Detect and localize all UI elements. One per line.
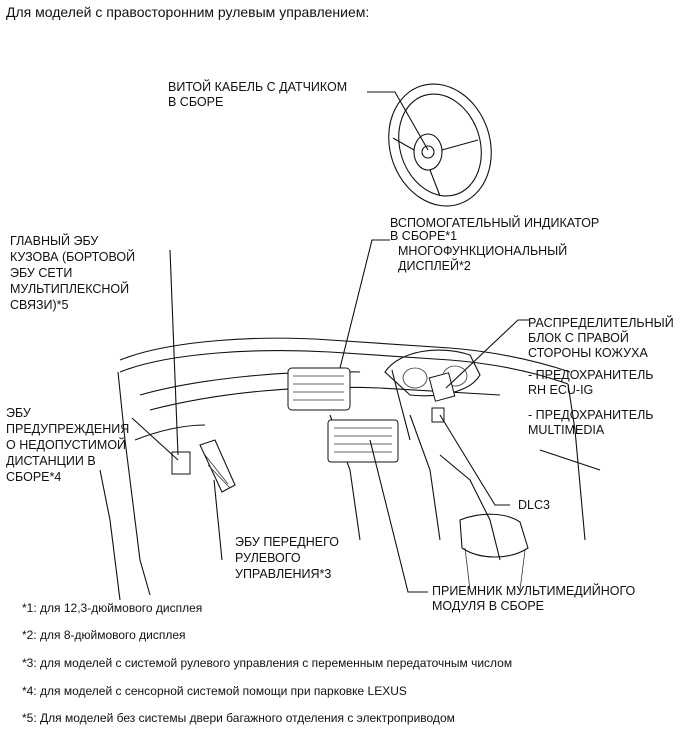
leader-lines: [131, 91, 530, 593]
label-steering-ecu: ЭБУ ПЕРЕДНЕГО РУЛЕВОГО УПРАВЛЕНИЯ*3: [235, 534, 339, 582]
label-line: ДИСТАНЦИИ В: [6, 454, 96, 468]
label-line: - ПРЕДОХРАНИТЕЛЬ: [528, 368, 654, 382]
label-line: СБОРЕ*4: [6, 470, 62, 484]
multi-display-shape: [287, 367, 351, 411]
label-line: КУЗОВА (БОРТОВОЙ: [10, 250, 136, 264]
footnote-2: *2: для 8-дюймового дисплея: [22, 628, 186, 642]
label-line: МНОГОФУНКЦИОНАЛЬНЫЙ: [398, 244, 568, 258]
footnote-5: *5: Для моделей без системы двери багажн…: [22, 711, 455, 725]
label-line: RH ECU-IG: [528, 383, 594, 397]
label-multi-display: МНОГОФУНКЦИОНАЛЬНЫЙ ДИСПЛЕЙ*2: [398, 244, 567, 274]
steering-wheel-drawing: [388, 83, 492, 207]
label-line: РУЛЕВОГО: [235, 551, 301, 565]
label-line: СТОРОНЫ КОЖУХА: [528, 346, 648, 360]
label-clearance-ecu: ЭБУ ПРЕДУПРЕЖДЕНИЯ О НЕДОПУСТИМОЙ ДИСТАН…: [6, 405, 129, 485]
label-line: ПРЕДУПРЕЖДЕНИЯ: [6, 422, 130, 436]
label-dlc3: DLC3: [518, 498, 550, 513]
clearance-ecu-shape: [171, 451, 191, 475]
footnote-3: *3: для моделей с системой рулевого упра…: [22, 656, 513, 670]
receiver-shape: [327, 419, 399, 463]
label-line: РАСПРЕДЕЛИТЕЛЬНЫЙ: [528, 316, 674, 330]
label-receiver: ПРИЕМНИК МУЛЬТИМЕДИЙНОГО МОДУЛЯ В СБОРЕ: [432, 584, 635, 614]
label-line: MULTIMEDIA: [528, 423, 605, 437]
label-line: В СБОРЕ: [168, 95, 224, 109]
junction-block-shape: [428, 372, 456, 402]
footnote-1: *1: для 12,3-дюймового дисплея: [22, 601, 203, 615]
label-main-body-ecu: ГЛАВНЫЙ ЭБУ КУЗОВА (БОРТОВОЙ ЭБУ СЕТИ МУ…: [10, 233, 135, 313]
footnote-4: *4: для моделей с сенсорной системой пом…: [22, 684, 407, 698]
label-line: МОДУЛЯ В СБОРЕ: [432, 599, 544, 613]
label-line: ВСПОМОГАТЕЛЬНЫЙ ИНДИКАТОР: [390, 216, 600, 230]
page-header: Для моделей с правосторонним рулевым упр…: [6, 4, 370, 20]
label-line: ЭБУ СЕТИ: [10, 266, 73, 280]
label-line: DLC3: [518, 498, 550, 512]
label-line: ЭБУ ПЕРЕДНЕГО: [235, 535, 339, 549]
label-line: МУЛЬТИПЛЕКСНОЙ: [10, 282, 130, 296]
label-line: ДИСПЛЕЙ*2: [398, 259, 471, 273]
label-line: БЛОК С ПРАВОЙ: [528, 331, 629, 345]
label-line: ПРИЕМНИК МУЛЬТИМЕДИЙНОГО: [432, 584, 636, 598]
label-fuse-multimedia: - ПРЕДОХРАНИТЕЛЬ MULTIMEDIA: [528, 408, 654, 438]
label-fuse-rh-ecu-ig: - ПРЕДОХРАНИТЕЛЬ RH ECU-IG: [528, 368, 654, 398]
label-line: ВИТОЙ КАБЕЛЬ С ДАТЧИКОМ: [168, 80, 348, 94]
label-line: УПРАВЛЕНИЯ*3: [235, 567, 332, 581]
label-aux-indicator: ВСПОМОГАТЕЛЬНЫЙ ИНДИКАТОР В СБОРЕ*1: [390, 216, 599, 244]
label-line: В СБОРЕ*1: [390, 229, 458, 243]
label-line: ГЛАВНЫЙ ЭБУ: [10, 234, 99, 248]
label-line: - ПРЕДОХРАНИТЕЛЬ: [528, 408, 654, 422]
label-line: ЭБУ: [6, 406, 31, 420]
label-spiral-cable: ВИТОЙ КАБЕЛЬ С ДАТЧИКОМ В СБОРЕ: [168, 80, 347, 110]
dlc3-shape: [431, 407, 445, 423]
label-line: СВЯЗИ)*5: [10, 298, 69, 312]
label-line: О НЕДОПУСТИМОЙ: [6, 438, 127, 452]
label-junction-block: РАСПРЕДЕЛИТЕЛЬНЫЙ БЛОК С ПРАВОЙ СТОРОНЫ …: [528, 316, 674, 361]
dashboard-drawing: [99, 337, 601, 601]
